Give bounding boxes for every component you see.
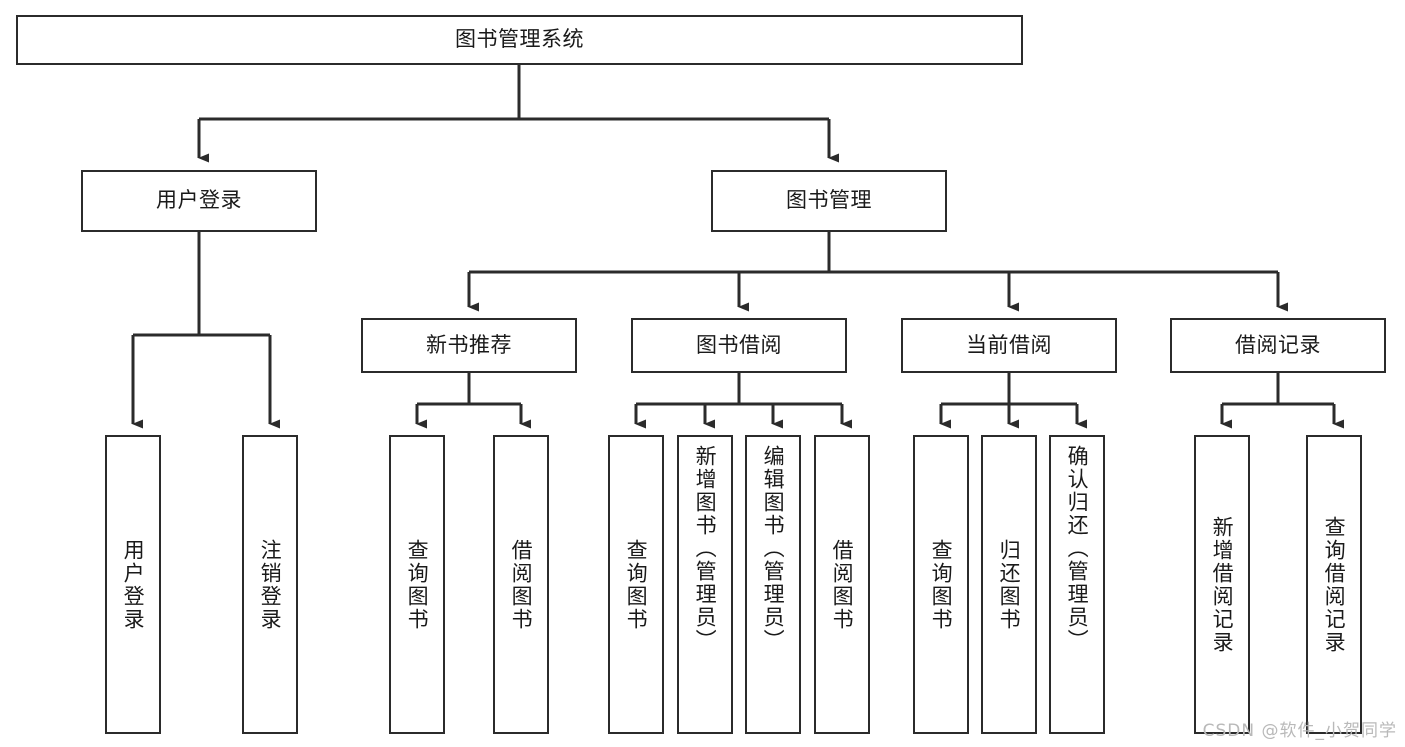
leaf-borrow-book-new-label: 借阅图书 xyxy=(509,538,534,631)
leaf-query-book-new[interactable]: 查询图书 xyxy=(389,435,445,734)
leaf-add-borrow-record-label: 新增借阅记录 xyxy=(1210,515,1235,654)
leaf-return-book-label: 归还图书 xyxy=(997,538,1022,631)
node-user-login-label: 用户登录 xyxy=(156,188,242,213)
leaf-logout-label: 注销登录 xyxy=(258,538,283,631)
node-current-borrow[interactable]: 当前借阅 xyxy=(901,318,1117,373)
node-borrow-record[interactable]: 借阅记录 xyxy=(1170,318,1386,373)
node-new-book-recommend[interactable]: 新书推荐 xyxy=(361,318,577,373)
leaf-query-book-new-label: 查询图书 xyxy=(405,538,430,631)
node-book-borrow-label: 图书借阅 xyxy=(696,332,782,357)
leaf-confirm-return-admin[interactable]: 确认归还（管理员） xyxy=(1049,435,1105,734)
leaf-borrow-book-new[interactable]: 借阅图书 xyxy=(493,435,549,734)
node-new-book-recommend-label: 新书推荐 xyxy=(426,332,512,357)
node-current-borrow-label: 当前借阅 xyxy=(966,332,1052,357)
leaf-query-book-current-label: 查询图书 xyxy=(929,538,954,631)
leaf-edit-book-admin-label: 编辑图书（管理员） xyxy=(761,445,786,652)
leaf-query-book-current[interactable]: 查询图书 xyxy=(913,435,969,734)
node-root-label: 图书管理系统 xyxy=(455,27,584,52)
leaf-user-login[interactable]: 用户登录 xyxy=(105,435,161,734)
leaf-user-login-label: 用户登录 xyxy=(121,538,146,631)
node-book-management-label: 图书管理 xyxy=(786,188,872,213)
node-book-borrow[interactable]: 图书借阅 xyxy=(631,318,847,373)
leaf-query-borrow-record-label: 查询借阅记录 xyxy=(1322,515,1347,654)
leaf-borrow-book-label: 借阅图书 xyxy=(830,538,855,631)
leaf-borrow-book[interactable]: 借阅图书 xyxy=(814,435,870,734)
node-root[interactable]: 图书管理系统 xyxy=(16,15,1023,65)
leaf-query-book-borrow[interactable]: 查询图书 xyxy=(608,435,664,734)
leaf-add-borrow-record[interactable]: 新增借阅记录 xyxy=(1194,435,1250,734)
leaf-return-book[interactable]: 归还图书 xyxy=(981,435,1037,734)
node-user-login[interactable]: 用户登录 xyxy=(81,170,317,232)
leaf-confirm-return-admin-label: 确认归还（管理员） xyxy=(1065,445,1090,652)
leaf-query-borrow-record[interactable]: 查询借阅记录 xyxy=(1306,435,1362,734)
leaf-add-book-admin[interactable]: 新增图书（管理员） xyxy=(677,435,733,734)
leaf-add-book-admin-label: 新增图书（管理员） xyxy=(693,445,718,652)
node-borrow-record-label: 借阅记录 xyxy=(1235,332,1321,357)
node-book-management[interactable]: 图书管理 xyxy=(711,170,947,232)
leaf-edit-book-admin[interactable]: 编辑图书（管理员） xyxy=(745,435,801,734)
leaf-logout[interactable]: 注销登录 xyxy=(242,435,298,734)
leaf-query-book-borrow-label: 查询图书 xyxy=(624,538,649,631)
